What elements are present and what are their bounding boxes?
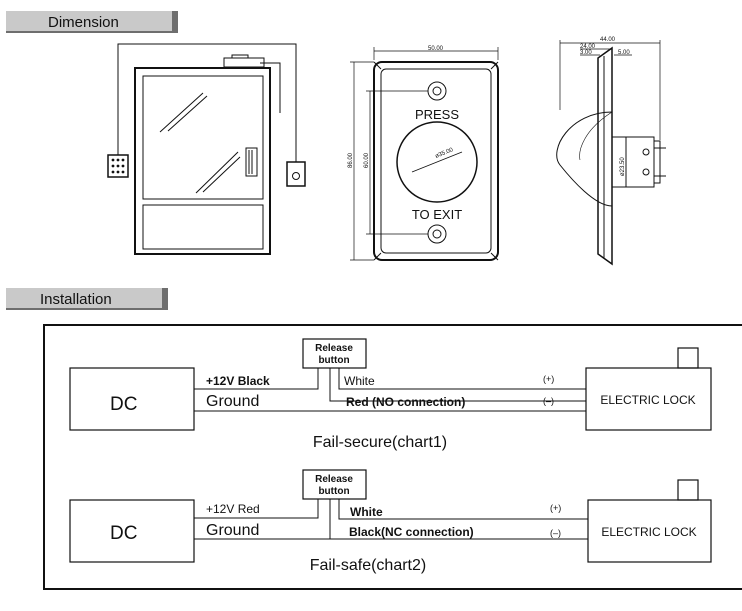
- chart2-minus-sign: (–): [550, 528, 561, 538]
- chart1-caption: Fail-secure(chart1): [313, 434, 447, 451]
- installation-title: Installation: [40, 291, 112, 308]
- chart2-wiring: [69, 469, 712, 563]
- chart2-plus-sign: (+): [550, 503, 561, 513]
- chart1-ground-label: Ground: [206, 393, 259, 410]
- chart2-ground-label: Ground: [206, 522, 259, 539]
- chart1-minus-sign: (–): [543, 396, 554, 406]
- side-view: [556, 40, 666, 266]
- dim-side-diameter: ø23.50: [620, 157, 626, 176]
- chart2-caption: Fail-safe(chart2): [310, 557, 426, 574]
- chart1-white-label: White: [344, 374, 375, 388]
- chart1-lock-label: ELECTRIC LOCK: [600, 393, 695, 407]
- chart1-release-line1: Release: [315, 343, 353, 354]
- dim-front-width: 50.00: [428, 46, 444, 52]
- chart2-release-line2: button: [318, 486, 349, 497]
- chart1-dc-label: DC: [110, 394, 137, 415]
- chart1-release-line2: button: [318, 355, 349, 366]
- chart2-release-line1: Release: [315, 474, 353, 485]
- dim-front-height-inner: 60.00: [364, 152, 370, 168]
- chart2-white-label: White: [350, 505, 383, 519]
- chart1-wiring: [69, 338, 712, 431]
- dimension-title: Dimension: [48, 14, 119, 31]
- chart1-plus-sign: (+): [543, 374, 554, 384]
- chart2-plus-label: +12V Red: [206, 502, 260, 516]
- chart1-plus-label: +12V Black: [206, 374, 270, 388]
- installation-header: Installation: [6, 288, 168, 310]
- front-view: [350, 47, 499, 261]
- chart2-black-label: Black(NC connection): [349, 525, 474, 539]
- chart1-red-label: Red (NO connection): [346, 395, 465, 409]
- dimension-header: Dimension: [6, 11, 178, 33]
- dim-button-diameter: ø35.00: [435, 147, 455, 160]
- chart2-lock-label: ELECTRIC LOCK: [601, 525, 696, 539]
- dim-side-depth: 44.00: [600, 37, 616, 43]
- door-illustration: [107, 43, 306, 255]
- chart2-dc-label: DC: [110, 523, 137, 544]
- exit-label: TO EXIT: [412, 207, 462, 222]
- dim-side-5: 5.00: [618, 50, 630, 56]
- installation-frame: [43, 324, 742, 590]
- dim-side-24: 24.00: [580, 44, 596, 50]
- press-label: PRESS: [415, 107, 459, 122]
- dim-side-3: 3.00: [580, 50, 592, 56]
- dim-front-height-outer: 86.00: [348, 152, 354, 168]
